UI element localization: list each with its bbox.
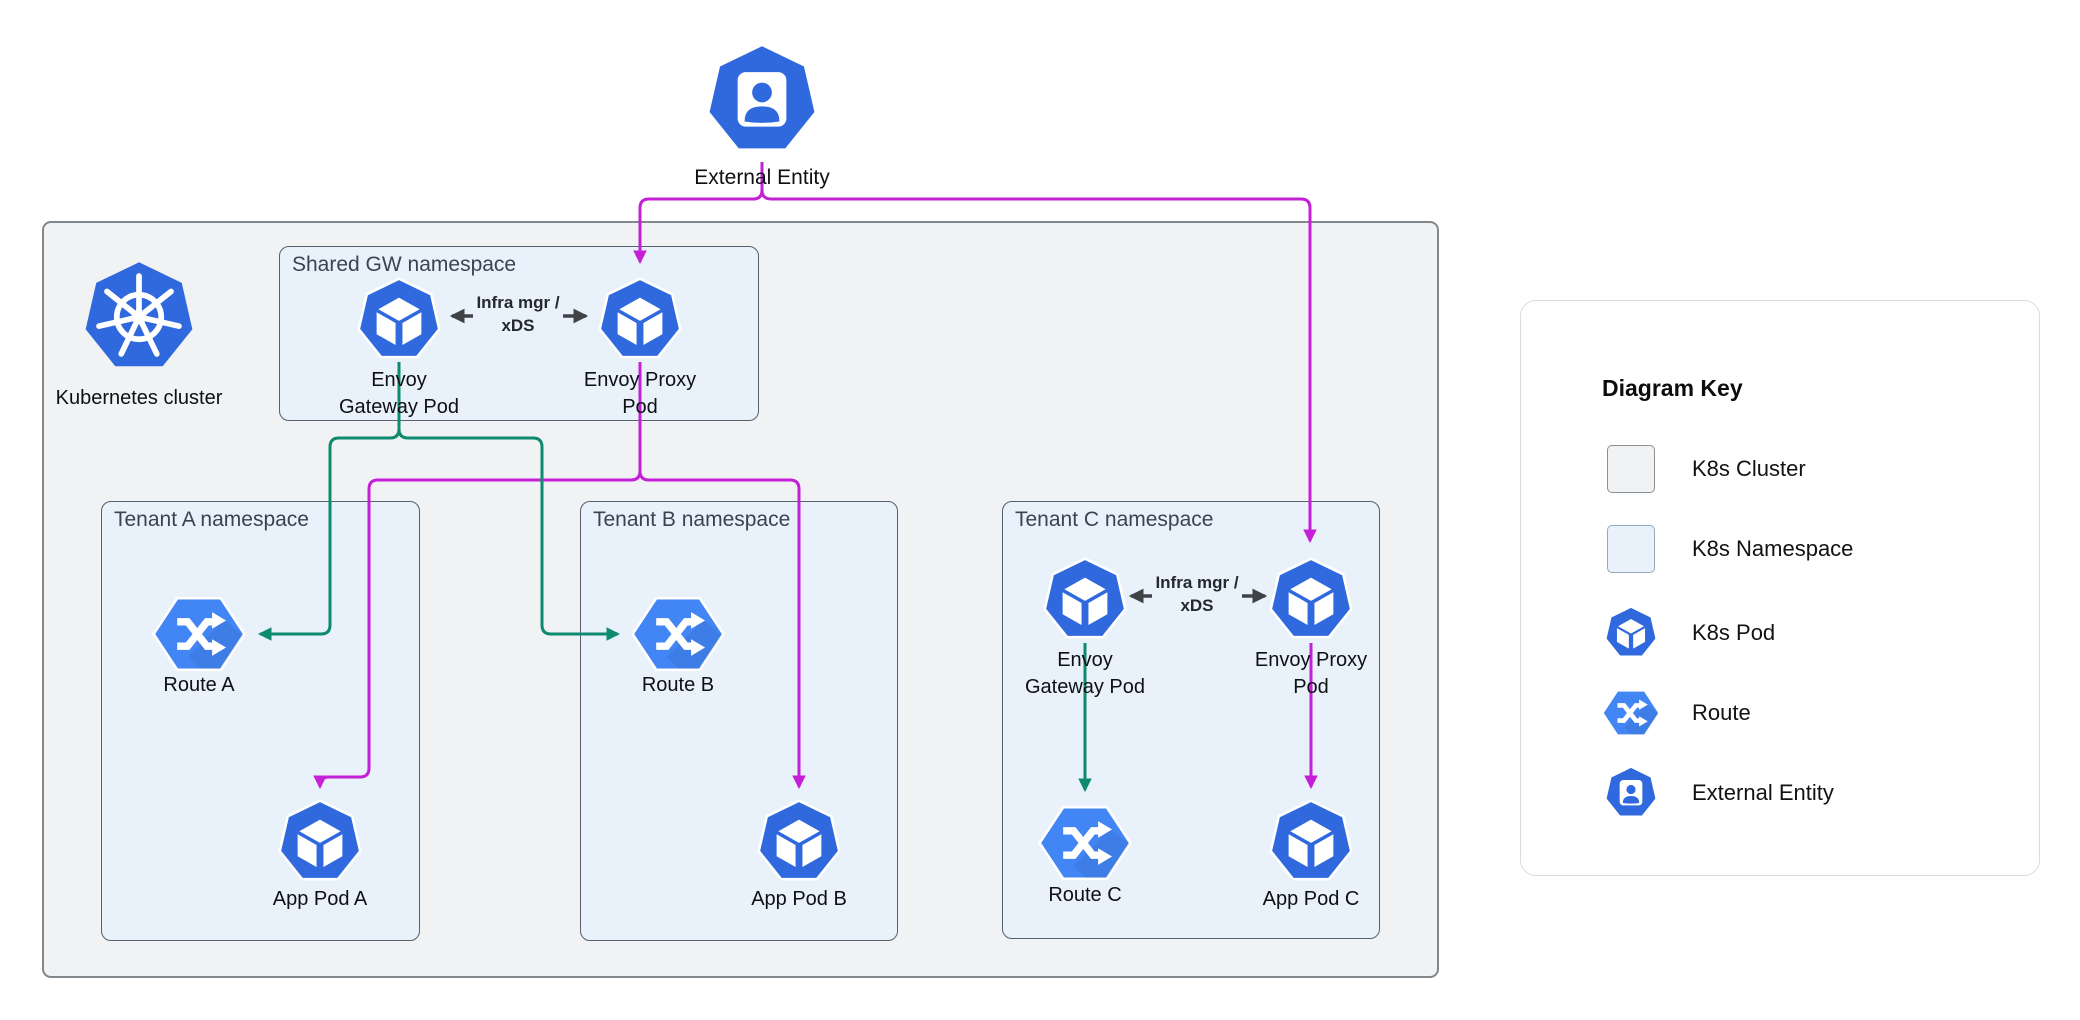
route-icon <box>1037 801 1133 885</box>
app-pod-b-label: App Pod B <box>751 888 847 910</box>
shared-proxy-pod-label: Envoy Proxy Pod <box>560 367 720 421</box>
key-label: K8s Pod <box>1692 620 1776 645</box>
k8s-namespace-swatch <box>1607 525 1655 573</box>
key-label: K8s Namespace <box>1692 536 1854 561</box>
k8s-pod-icon <box>356 277 442 363</box>
key-label: Route <box>1692 700 1751 725</box>
tenant-a-namespace-title: Tenant A namespace <box>114 508 309 531</box>
k8s-pod-icon <box>597 277 683 363</box>
key-label: External Entity <box>1692 780 1834 805</box>
external-entity-icon <box>704 42 820 158</box>
label-line: Gateway Pod <box>1024 676 1146 698</box>
route-icon <box>1601 687 1661 739</box>
label-line: xDS <box>1180 596 1214 615</box>
external-entity-label: External Entity <box>694 166 830 189</box>
k8s-pod-icon <box>1268 799 1354 885</box>
key-row-k8s-pod: K8s Pod <box>1607 605 1775 661</box>
tenant-b-namespace-title: Tenant B namespace <box>593 508 791 531</box>
tenant-a-namespace-box: Tenant A namespace <box>101 501 420 941</box>
label-line: Infra mgr / <box>1155 573 1239 592</box>
route-icon <box>630 592 726 676</box>
app-pod-c-label: App Pod C <box>1262 888 1360 910</box>
key-row-external-entity: External Entity <box>1607 765 1834 821</box>
kubernetes-cluster-label: Kubernetes cluster <box>55 387 223 409</box>
key-row-k8s-namespace: K8s Namespace <box>1607 521 1853 577</box>
kubernetes-wheel-icon <box>82 260 196 374</box>
infra-mgr-xds-label-shared: Infra mgr / xDS <box>463 291 573 337</box>
label-line: Envoy <box>1057 649 1113 671</box>
k8s-pod-icon <box>1042 557 1128 643</box>
shared-gw-namespace-title: Shared GW namespace <box>292 253 517 276</box>
key-label: K8s Cluster <box>1692 456 1806 481</box>
k8s-pod-icon <box>756 799 842 885</box>
k8s-pod-icon <box>277 799 363 885</box>
label-line: Envoy Proxy <box>583 369 697 391</box>
k8s-pod-icon <box>1268 557 1354 643</box>
route-b-label: Route B <box>641 674 715 696</box>
route-icon <box>151 592 247 676</box>
tenant-c-gateway-pod-label: Envoy Gateway Pod <box>1005 647 1165 701</box>
tenant-c-proxy-pod-label: Envoy Proxy Pod <box>1231 647 1391 701</box>
label-line: Envoy Proxy <box>1254 649 1368 671</box>
k8s-cluster-swatch <box>1607 445 1655 493</box>
label-line: xDS <box>501 316 535 335</box>
external-entity-icon <box>1604 766 1658 820</box>
k8s-pod-icon <box>1604 606 1658 660</box>
label-line: Infra mgr / <box>476 293 560 312</box>
label-line: Pod <box>622 396 658 418</box>
key-row-route: Route <box>1607 685 1751 741</box>
route-a-label: Route A <box>163 674 235 696</box>
label-line: Envoy <box>371 369 427 391</box>
key-row-k8s-cluster: K8s Cluster <box>1607 441 1806 497</box>
infra-mgr-xds-label-tenant-c: Infra mgr / xDS <box>1142 571 1252 617</box>
diagram-key-panel <box>1520 300 2040 876</box>
shared-gateway-pod-label: Envoy Gateway Pod <box>319 367 479 421</box>
label-line: Pod <box>1293 676 1329 698</box>
diagram-key-title: Diagram Key <box>1602 375 1743 401</box>
route-c-label: Route C <box>1048 884 1122 906</box>
app-pod-a-label: App Pod A <box>272 888 368 910</box>
tenant-c-namespace-title: Tenant C namespace <box>1015 508 1214 531</box>
tenant-b-namespace-box: Tenant B namespace <box>580 501 898 941</box>
label-line: Gateway Pod <box>338 396 460 418</box>
